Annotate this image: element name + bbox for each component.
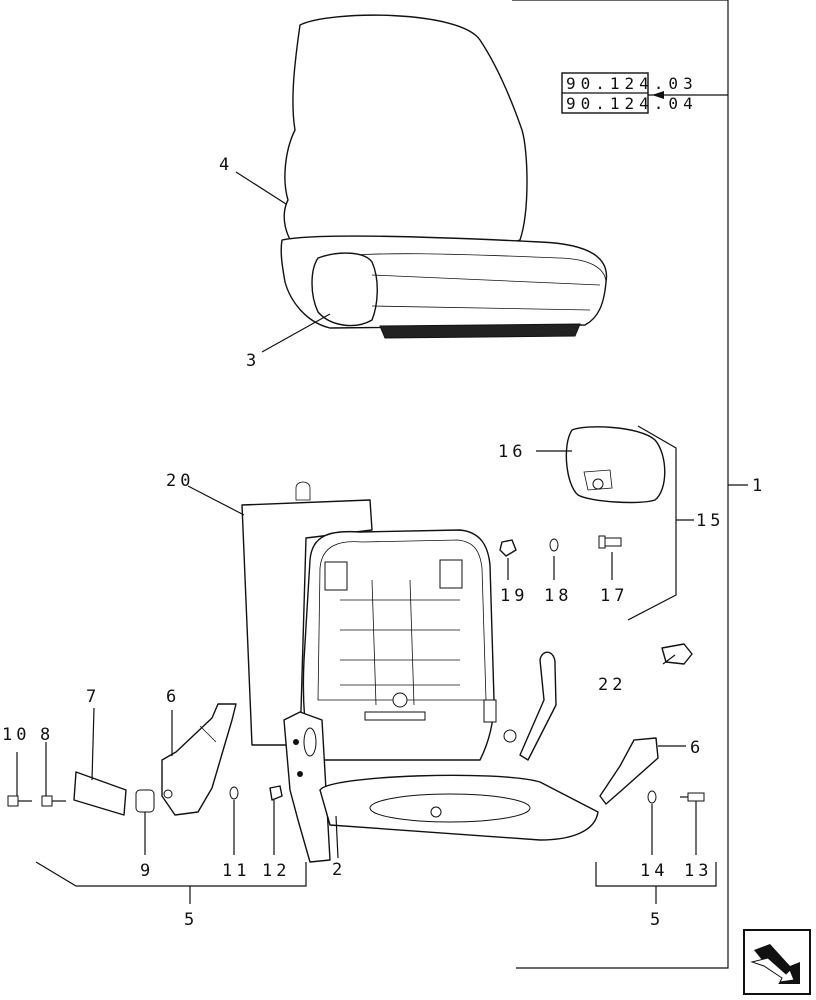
- callout-18: 18: [544, 586, 572, 606]
- callout-6-left: 6: [166, 687, 180, 707]
- reference-top: 90.124.03: [566, 74, 698, 93]
- small-hardware-upper: [499, 535, 622, 580]
- callout-9: 9: [140, 861, 154, 881]
- callout-20: 20: [166, 471, 194, 491]
- callout-13: 13: [684, 861, 712, 881]
- callout-5-left: 5: [184, 910, 198, 930]
- assembly-bracket: [512, 0, 748, 969]
- callout-2: 2: [332, 860, 346, 880]
- callout-10: 10: [2, 725, 30, 745]
- callout-6-right: 6: [690, 738, 704, 758]
- callout-1: 1: [752, 476, 766, 496]
- callout-14: 14: [640, 861, 668, 881]
- callout-11: 11: [222, 861, 250, 881]
- callouts: 1 2 3 4 5 5 6 6 7 8 9 10 11 12 13 14 15 …: [2, 155, 766, 930]
- callout-5-right: 5: [650, 910, 664, 930]
- callout-15: 15: [696, 511, 724, 531]
- left-side-parts: [7, 703, 283, 816]
- callout-17: 17: [600, 586, 628, 606]
- reference-boxes: 90.124.03 90.124.04: [561, 72, 728, 114]
- callout-12: 12: [262, 861, 290, 881]
- callout-19: 19: [500, 586, 528, 606]
- callout-3: 3: [246, 351, 260, 371]
- reference-bottom: 90.124.04: [566, 94, 698, 113]
- seat-frame: [241, 481, 599, 863]
- callout-7: 7: [86, 687, 100, 707]
- next-page-arrow-icon[interactable]: [743, 929, 811, 995]
- armrest-pad: [565, 425, 694, 621]
- right-side-parts: [599, 737, 705, 805]
- callout-4: 4: [219, 155, 233, 175]
- seat-cushion-and-backrest: [280, 14, 608, 339]
- callout-16: 16: [498, 442, 526, 462]
- callout-22: 22: [598, 675, 626, 695]
- callout-8: 8: [40, 725, 54, 745]
- leader-lines: [16, 171, 717, 904]
